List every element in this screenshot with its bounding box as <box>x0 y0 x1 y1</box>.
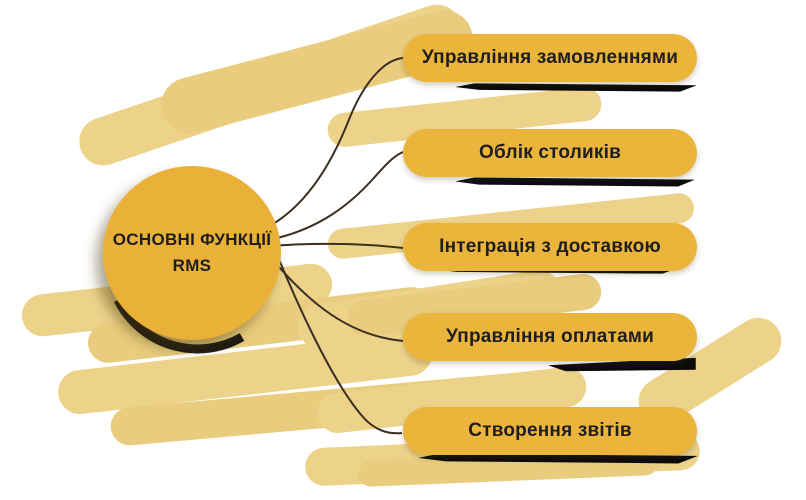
node-pill-reports: Створення звітів <box>403 407 697 455</box>
connector-line-reports <box>271 241 403 435</box>
central-node-title: ОСНОВНІ ФУНКЦІЇ RMS <box>113 227 271 279</box>
connector-line-payments <box>265 251 404 342</box>
node-pill-delivery: Інтеграція з доставкою <box>403 223 697 271</box>
central-node-title-line1: ОСНОВНІ ФУНКЦІЇ <box>112 230 272 249</box>
central-node: ОСНОВНІ ФУНКЦІЇ RMS <box>103 166 281 340</box>
pill-shadow <box>455 177 695 187</box>
central-node-title-line2: RMS <box>172 256 212 275</box>
connector-line-delivery <box>269 242 404 249</box>
node-pill-payments: Управління оплатами <box>403 313 697 361</box>
node-pill-tables: Облік столиків <box>403 129 697 177</box>
node-pill-orders: Управління замовленнями <box>403 34 697 82</box>
circle-shadow-arc <box>113 297 245 354</box>
connector-line-orders <box>261 57 404 231</box>
node-label: Управління оплатами <box>446 326 654 347</box>
connector-line-tables <box>267 151 404 241</box>
node-label: Управління замовленнями <box>421 47 679 68</box>
node-label: Інтеграція з доставкою <box>439 236 661 257</box>
pill-shadow <box>418 453 698 464</box>
node-label: Облік столиків <box>479 142 621 163</box>
pill-shadow <box>455 83 697 92</box>
node-label: Створення звітів <box>468 420 632 441</box>
